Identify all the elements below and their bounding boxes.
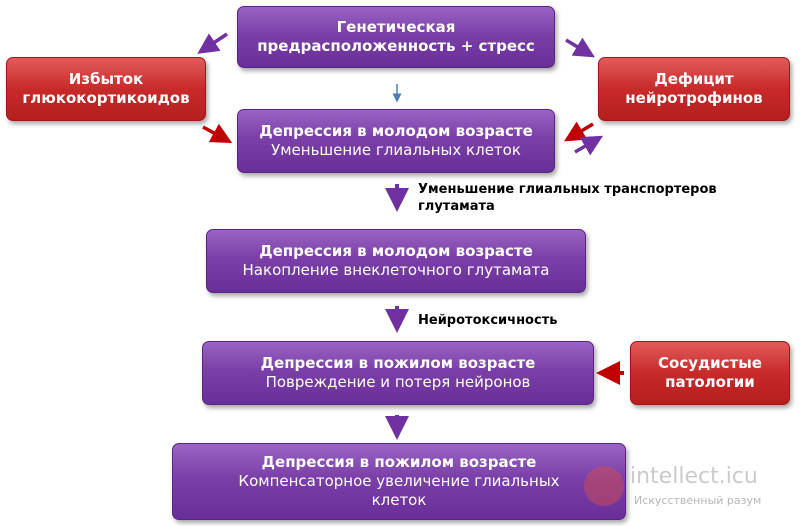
neurotoxicity-label-text: Нейротоксичность [418, 313, 558, 328]
genetic-line1: Генетическая [336, 18, 456, 37]
young-glial-subtitle: Уменьшение глиальных клеток [271, 141, 521, 159]
vascular-line2: патологии [665, 373, 755, 391]
arrow-young-glial-to-neurotrophins [574, 135, 604, 156]
elderly-depression-neurons-box: Депрессия в пожилом возрасте Повреждение… [202, 341, 594, 405]
transporters-label-line1: Уменьшение глиальных транспортеров [418, 182, 717, 197]
watermark-tagline: Искусственный разум [634, 494, 762, 507]
young-glutamate-subtitle: Накопление внеклеточного глутамата [242, 261, 550, 279]
genetic-line2: предрасположенность + стресс [257, 37, 535, 55]
young-glial-title: Депрессия в молодом возрасте [259, 122, 533, 141]
elderly-neurons-title: Депрессия в пожилом возрасте [260, 354, 536, 373]
elderly-neurons-subtitle: Повреждение и потеря нейронов [265, 373, 531, 391]
young-depression-glutamate-box: Депрессия в молодом возрасте Накопление … [206, 229, 586, 293]
transporters-label-line2: глутамата [418, 198, 495, 214]
watermark: intellect.icu Искусственный разум [582, 462, 800, 526]
arrow-glucocorticoids-to-young-glial [202, 123, 233, 144]
watermark-brand: intellect.icu [630, 464, 758, 489]
elderly-glial-title: Депрессия в пожилом возрасте [261, 453, 537, 472]
watermark-logo-icon [584, 466, 624, 506]
glucocorticoids-line1: Избыток [68, 70, 144, 89]
neurotrophins-line2: нейротрофинов [625, 89, 763, 107]
elderly-depression-glial-box: Депрессия в пожилом возрасте Компенсатор… [172, 443, 626, 520]
neurotoxicity-label: Нейротоксичность [418, 313, 557, 330]
transporters-label: Уменьшение глиальных транспортеров глута… [418, 182, 717, 216]
arrow-genetic-to-neurotrophins [565, 37, 596, 58]
glucocorticoids-box: Избыток глюкокортикоидов [6, 57, 206, 121]
arrow-genetic-to-glucocorticoids [197, 32, 228, 54]
young-glutamate-title: Депрессия в молодом возрасте [259, 242, 533, 261]
elderly-glial-subtitle-line2: клеток [371, 490, 427, 509]
glucocorticoids-line2: глюкокортикоидов [22, 89, 190, 107]
vascular-pathologies-box: Сосудистые патологии [630, 341, 790, 405]
elderly-glial-subtitle-line1: Компенсаторное увеличение глиальных [238, 472, 560, 491]
young-depression-glial-box: Депрессия в молодом возрасте Уменьшение … [237, 109, 555, 173]
neurotrophins-box: Дефицит нейротрофинов [598, 57, 790, 121]
neurotrophins-line1: Дефицит [654, 70, 734, 89]
genetic-predisposition-box: Генетическая предрасположенность + стрес… [237, 6, 555, 68]
vascular-line1: Сосудистые [658, 354, 762, 373]
arrow-neurotrophins-to-young-glial [563, 121, 594, 142]
